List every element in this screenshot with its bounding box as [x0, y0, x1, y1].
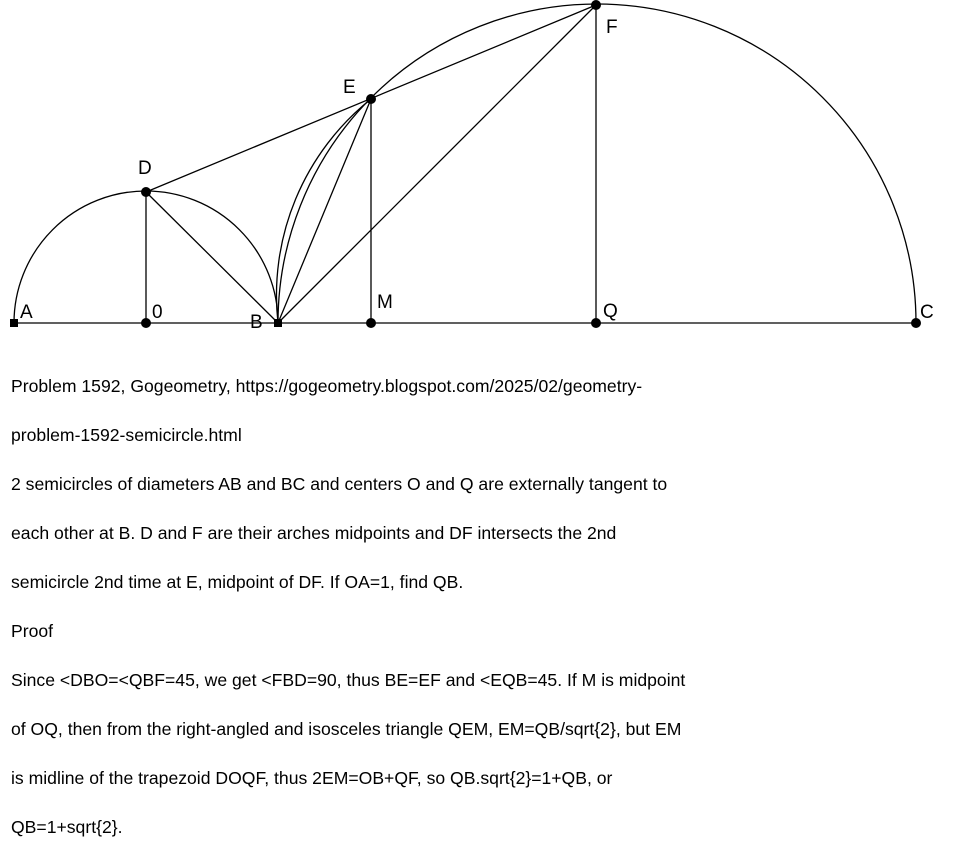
proof-line: is midline of the trapezoid DOQF, thus 2… [11, 767, 613, 788]
label-a: A [20, 302, 33, 323]
label-m: M [377, 292, 393, 313]
arc-be [275, 98, 372, 324]
label-d: D [138, 158, 152, 179]
point-m [366, 318, 376, 328]
semicircle-bc [277, 3, 917, 324]
label-c: C [920, 302, 934, 323]
point-d [141, 187, 151, 197]
point-o [141, 318, 151, 328]
point-q [591, 318, 601, 328]
point-f [591, 0, 601, 10]
statement-line: each other at B. D and F are their arche… [11, 522, 617, 543]
segment-bf [277, 4, 597, 324]
segment-db [145, 191, 279, 324]
point-b [274, 319, 282, 327]
label-b: B [250, 312, 263, 333]
problem-text: Problem 1592, Gogeometry, https://gogeom… [11, 349, 961, 864]
proof-line: of OQ, then from the right-angled and is… [11, 718, 682, 739]
proof-line: Since <DBO=<QBF=45, we get <FBD=90, thus… [11, 669, 686, 690]
proof-line: QB=1+sqrt{2}. [11, 816, 123, 837]
point-c [911, 318, 921, 328]
point-a [10, 319, 18, 327]
geometry-figure: A 0 B M Q C D E F [10, 0, 934, 333]
segment-be [277, 98, 372, 324]
label-o: 0 [152, 302, 163, 323]
label-e: E [343, 77, 356, 98]
label-f: F [606, 17, 618, 38]
problem-title-line: problem-1592-semicircle.html [11, 424, 242, 445]
label-q: Q [603, 301, 618, 322]
statement-line: semicircle 2nd time at E, midpoint of DF… [11, 571, 464, 592]
statement-line: 2 semicircles of diameters AB and BC and… [11, 473, 668, 494]
point-e [366, 94, 376, 104]
proof-heading: Proof [11, 620, 54, 641]
problem-title-line: Problem 1592, Gogeometry, https://gogeom… [11, 375, 643, 396]
